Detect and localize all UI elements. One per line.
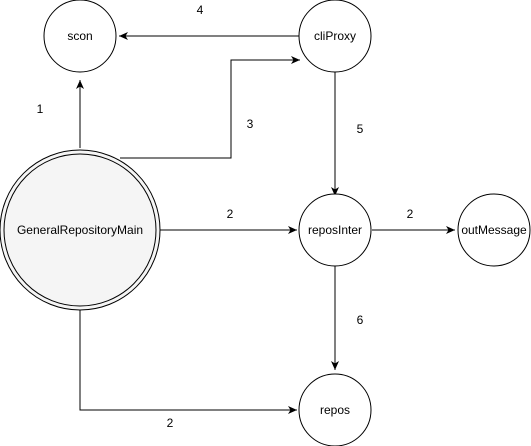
edge-label-reposInter-to-repos: 6: [357, 313, 364, 327]
edges: [76, 32, 455, 414]
node-label-outMessage: outMessage: [461, 223, 527, 237]
node-cliProxy[interactable]: cliProxy: [298, 0, 372, 73]
edge-main-to-cliProxy[interactable]: [120, 56, 300, 159]
edge-label-reposInter-to-outMessage: 2: [407, 207, 414, 221]
edge-main-to-repos[interactable]: [79, 310, 297, 414]
edge-label-main-to-reposInter: 2: [227, 207, 234, 221]
edge-label-main-to-scon: 1: [37, 102, 44, 116]
node-repos[interactable]: repos: [298, 373, 372, 446]
node-label-cliProxy: cliProxy: [314, 29, 356, 43]
node-label-scon: scon: [67, 29, 92, 43]
node-general-repository-main[interactable]: GeneralRepositoryMain: [0, 149, 161, 311]
edge-label-cliProxy-to-reposInter: 5: [357, 122, 364, 136]
node-label-general-repository-main: GeneralRepositoryMain: [17, 223, 143, 237]
edge-label-cliProxy-to-scon: 4: [197, 3, 204, 17]
node-scon[interactable]: scon: [43, 0, 117, 73]
node-label-reposInter: reposInter: [308, 223, 362, 237]
node-reposInter[interactable]: reposInter: [298, 193, 372, 267]
edge-label-main-to-repos: 2: [167, 416, 174, 430]
node-label-repos: repos: [320, 403, 350, 417]
edge-label-main-to-cliProxy: 3: [247, 117, 254, 131]
edge-labels: 1 3 4 5 2 2 6 2: [37, 3, 414, 430]
node-outMessage[interactable]: outMessage: [457, 193, 531, 267]
